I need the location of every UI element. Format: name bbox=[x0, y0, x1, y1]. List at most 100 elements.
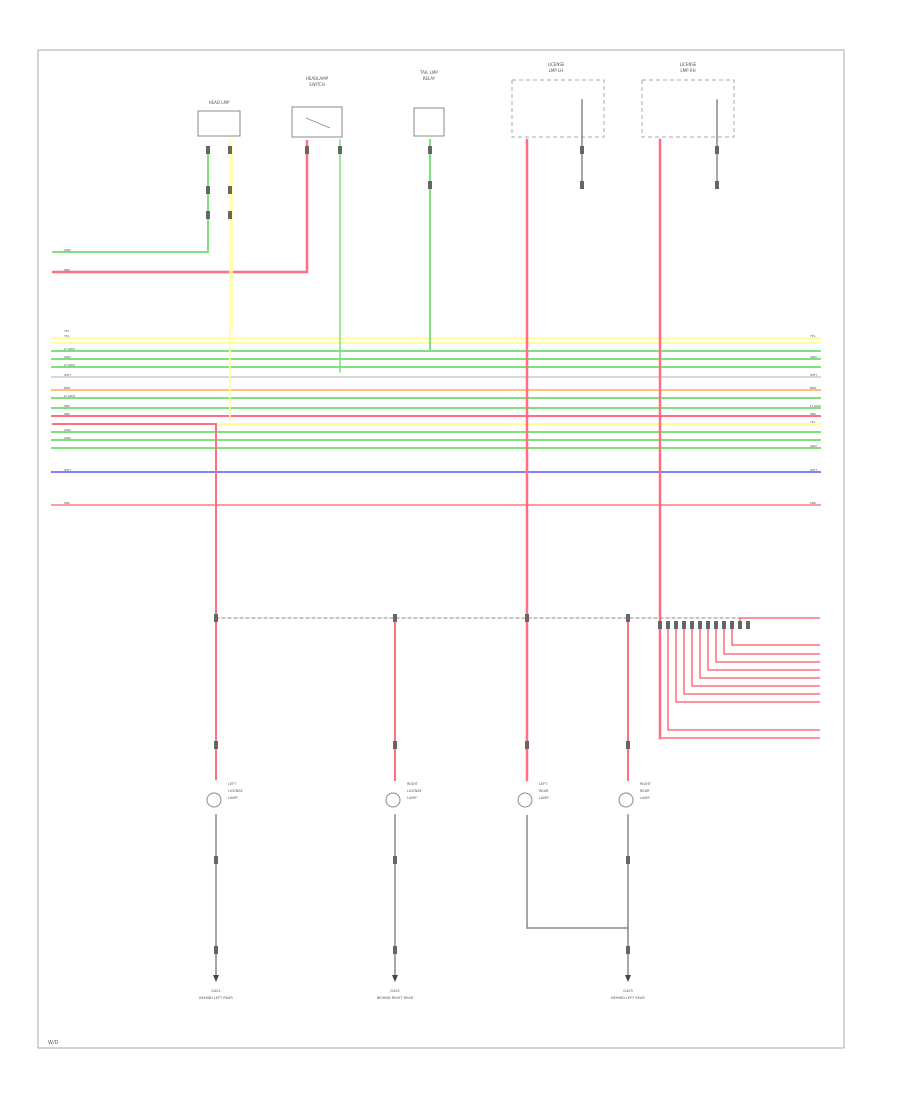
connector-splice-1 bbox=[393, 614, 397, 622]
bulb-label-1: RIGHT bbox=[640, 782, 652, 786]
connector-top-9 bbox=[428, 181, 432, 189]
bulb-label-3: LAMP bbox=[407, 796, 417, 800]
connector-top-6 bbox=[305, 146, 309, 154]
left-wire-label-4: LT GRN bbox=[64, 347, 75, 351]
left-wire-label-14: WHT bbox=[64, 468, 71, 472]
bulb-2: LEFT REAR LAMP bbox=[517, 782, 549, 808]
bulb-label-1: LEFT bbox=[228, 782, 237, 786]
connector-top-1 bbox=[206, 186, 210, 194]
left-wire-label-0: GRN bbox=[64, 248, 71, 252]
connector-fanout-4 bbox=[690, 621, 694, 629]
connector-top-2 bbox=[206, 211, 210, 219]
connector-fanout-0 bbox=[658, 621, 662, 629]
left-wire-label-8: BRN bbox=[64, 386, 70, 390]
component-relay: TAIL LMP RELAY bbox=[413, 70, 445, 137]
fanout-wire-10 bbox=[659, 625, 820, 739]
connector-top-0 bbox=[206, 146, 210, 154]
bulb-0: LEFT LICENSE LAMP bbox=[206, 782, 243, 808]
drop-left-license bbox=[52, 423, 217, 780]
ground-label-1: G401 bbox=[211, 989, 220, 993]
connector-fanout-7 bbox=[714, 621, 718, 629]
diagram-frame bbox=[37, 49, 845, 1049]
fanout-wire-5 bbox=[699, 625, 820, 679]
connector-ground-0 bbox=[214, 856, 218, 864]
connector-fanout-9 bbox=[730, 621, 734, 629]
connector-fanout-10 bbox=[738, 621, 742, 629]
bulb-label-3: LAMP bbox=[228, 796, 238, 800]
lamp1-sub: LMP LH bbox=[549, 68, 564, 73]
lamp1-title: LICENSE bbox=[548, 62, 565, 67]
component-lamp-module-2: LICENSE LMP RH bbox=[641, 62, 735, 138]
left-wire-label-2: YEL bbox=[64, 329, 70, 333]
right-wire-label-3: BRN bbox=[810, 386, 816, 390]
connector-top-5 bbox=[228, 211, 232, 219]
ground-label-2: BEHIND RIGHT REAR bbox=[377, 996, 414, 1000]
connector-fanout-8 bbox=[722, 621, 726, 629]
connector-top-4 bbox=[228, 186, 232, 194]
right-wire-label-0: YEL bbox=[810, 334, 816, 338]
left-wire-label-9: LT GRN bbox=[64, 394, 75, 398]
connector-fanout-3 bbox=[682, 621, 686, 629]
connector-ground-1 bbox=[214, 946, 218, 954]
connector-lamp1-b bbox=[580, 181, 584, 189]
ground-label-1: G403 bbox=[623, 989, 632, 993]
bulb-label-1: RIGHT bbox=[407, 782, 419, 786]
ground-icon bbox=[392, 975, 398, 982]
feed-red-switch bbox=[52, 140, 309, 274]
lamp2-sub: LMP RH bbox=[680, 68, 695, 73]
relay-title: TAIL LMP bbox=[419, 70, 438, 75]
fanout-wire-7 bbox=[683, 625, 820, 695]
connector-bulb-top-2 bbox=[525, 741, 529, 749]
bulb-icon bbox=[385, 792, 401, 808]
connector-ground-2 bbox=[393, 856, 397, 864]
ground-label-2: BEHIND LEFT REAR bbox=[611, 996, 645, 1000]
left-wire-label-12: GRN bbox=[64, 428, 71, 432]
left-wire-label-11: PNK bbox=[64, 412, 71, 416]
bulb-label-2: REAR bbox=[640, 789, 650, 793]
right-wire-label-7: GRN bbox=[810, 444, 817, 448]
component-headlamp: HEAD LMP bbox=[197, 100, 241, 137]
connector-bulb-top-3 bbox=[626, 741, 630, 749]
connector-splice-2 bbox=[525, 614, 529, 622]
bulb-3: RIGHT REAR LAMP bbox=[618, 782, 652, 808]
fanout-wire-6 bbox=[691, 625, 820, 687]
bulbs: LEFTLICENSELAMPRIGHTLICENSELAMPLEFTREARL… bbox=[206, 782, 652, 808]
bulb-label-1: LEFT bbox=[539, 782, 548, 786]
wires bbox=[51, 99, 821, 976]
fanout-wire-4 bbox=[707, 625, 820, 671]
bulb-label-3: LAMP bbox=[539, 796, 549, 800]
right-wire-label-4: LT GRN bbox=[810, 404, 821, 408]
bulb-label-3: LAMP bbox=[640, 796, 650, 800]
connector-bulb-top-0 bbox=[214, 741, 218, 749]
fanout-wire-0 bbox=[739, 617, 820, 625]
fanout-wire-1 bbox=[731, 625, 820, 646]
right-wire-label-1: GRN bbox=[810, 355, 817, 359]
connector-top-8 bbox=[428, 146, 432, 154]
right-wire-label-5: PNK bbox=[810, 412, 817, 416]
bulb-label-2: LICENSE bbox=[407, 789, 422, 793]
right-wire-label-6: YEL bbox=[810, 420, 816, 424]
bulb-label-2: LICENSE bbox=[228, 789, 243, 793]
left-wire-label-5: GRN bbox=[64, 355, 71, 359]
left-wire-label-3: YEL bbox=[64, 334, 70, 338]
switch-sub: SWITCH bbox=[309, 82, 325, 87]
fanout-wire-2 bbox=[723, 625, 820, 655]
connector-fanout-6 bbox=[706, 621, 710, 629]
feed-green-headlamp bbox=[52, 150, 209, 253]
connector-lamp2-b bbox=[715, 181, 719, 189]
left-wire-label-1: PNK bbox=[64, 268, 71, 272]
connector-ground-4 bbox=[626, 856, 630, 864]
left-wire-label-10: PNK bbox=[64, 404, 71, 408]
fanout-wire-8 bbox=[675, 625, 820, 703]
left-wire-label-13: GRN bbox=[64, 436, 71, 440]
lamp2-title: LICENSE bbox=[680, 62, 697, 67]
bulb-icon bbox=[206, 792, 222, 808]
connector-lamp2-a bbox=[715, 146, 719, 154]
headlamp-title: HEAD LMP bbox=[209, 100, 230, 105]
bulb-label-2: REAR bbox=[539, 789, 549, 793]
component-lamp-module-1: LICENSE LMP LH bbox=[511, 62, 605, 138]
